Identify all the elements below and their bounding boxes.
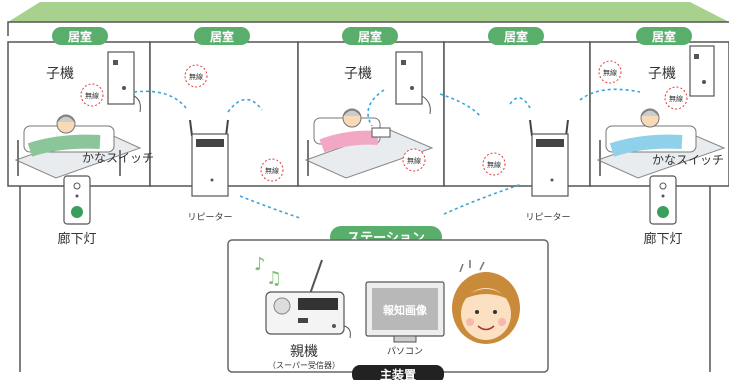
room-label: 居室 xyxy=(68,29,92,44)
room-pill-5: 居室 xyxy=(636,27,692,45)
pc-screen-text: 報知画像 xyxy=(383,303,428,317)
child-unit-label: 子機 xyxy=(46,66,74,82)
repeater-label: リピーター xyxy=(187,212,232,223)
wireless-badge: 無線 xyxy=(260,158,284,182)
bed-with-patient xyxy=(304,108,434,179)
room-label: 居室 xyxy=(504,29,528,44)
wireless-waves xyxy=(133,88,641,219)
wireless-badge: 無線 xyxy=(184,64,208,88)
room-label: 居室 xyxy=(652,29,676,44)
child-unit-device xyxy=(395,51,431,115)
wireless-badge: 無線 xyxy=(482,152,506,176)
wireless-label: 無線 xyxy=(669,94,683,103)
pc-label: パソコン xyxy=(387,346,423,357)
repeater-label: リピーター xyxy=(525,212,570,223)
music-notes-icon: ♪ ♫ xyxy=(254,254,282,289)
bed-with-patient xyxy=(596,108,726,179)
svg-text:♪: ♪ xyxy=(254,254,266,275)
nurse-face-icon xyxy=(452,260,520,344)
child-unit-device xyxy=(107,51,141,113)
wireless-label: 無線 xyxy=(85,91,99,100)
wireless-label: 無線 xyxy=(603,68,617,77)
child-unit-device xyxy=(689,45,715,97)
room-pill-1: 居室 xyxy=(52,27,108,45)
roof xyxy=(8,2,729,22)
room-pill-3: 居室 xyxy=(342,27,398,45)
main-unit-label: 親機 xyxy=(290,344,318,360)
corridor-light-label: 廊下灯 xyxy=(643,231,682,247)
room-label: 居室 xyxy=(358,29,382,44)
corridor-light-left xyxy=(63,175,91,225)
main-unit-sub-label: （スーパー受信器） xyxy=(268,360,340,370)
building-top xyxy=(7,21,729,36)
main-device-label: 主装置 xyxy=(380,367,416,380)
wireless-badge: 無線 xyxy=(664,86,688,110)
pc-monitor xyxy=(365,281,445,343)
corridor-light-label: 廊下灯 xyxy=(57,231,96,247)
room-pill-4: 居室 xyxy=(488,27,544,45)
child-unit-label: 子機 xyxy=(648,66,676,82)
wireless-badge: 無線 xyxy=(402,148,426,172)
svg-text:♫: ♫ xyxy=(266,268,282,289)
child-unit-label: 子機 xyxy=(344,66,372,82)
wireless-label: 無線 xyxy=(407,156,421,165)
kana-switch-label: かなスイッチ xyxy=(82,151,154,165)
main-device-pill: 主装置 xyxy=(352,365,444,380)
bed-with-patient xyxy=(14,114,142,179)
kana-switch-label: かなスイッチ xyxy=(652,153,724,167)
wireless-label: 無線 xyxy=(487,160,501,169)
room-label: 居室 xyxy=(210,29,234,44)
room-pill-2: 居室 xyxy=(194,27,250,45)
wireless-badge: 無線 xyxy=(598,60,622,84)
repeater-device-left xyxy=(189,119,229,197)
wireless-label: 無線 xyxy=(265,166,279,175)
wireless-label: 無線 xyxy=(189,72,203,81)
wireless-badge: 無線 xyxy=(80,83,104,107)
corridor-light-right xyxy=(649,175,677,225)
repeater-device-right xyxy=(529,119,569,197)
main-unit-receiver xyxy=(265,259,351,339)
